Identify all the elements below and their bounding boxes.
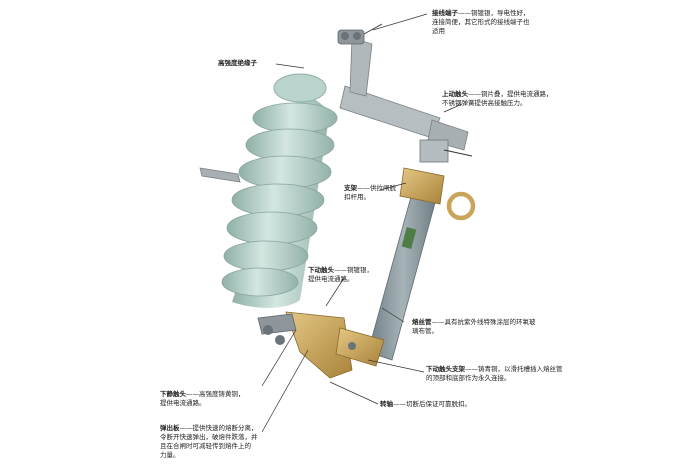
lower-contact — [257, 311, 385, 379]
label-lower-contact-bracket: 下动触头支架——铸青铜，以滑托槽插入熔丝管 的顶部和底部作为永久连接。 — [426, 365, 563, 382]
label-pivot: 转轴——切断后保证可靠脱扣。 — [380, 400, 471, 408]
fuse-tube — [367, 185, 439, 361]
label-bracket: 支架——供拉闸脱 扣杆用。 — [344, 184, 396, 201]
label-lower-static-contact: 下静触头——高强度铸黄铜， 提供电流通路。 — [160, 390, 245, 407]
label-insulator: 高强度绝缘子 — [218, 59, 257, 67]
insulator — [221, 73, 338, 308]
upper-contact — [399, 139, 473, 205]
pull-ring — [446, 191, 476, 221]
leader-lines — [261, 13, 463, 433]
terminal-connector — [337, 23, 383, 45]
label-lower-moving-contact: 下动触头——铜镀银， 提供电流通路。 — [308, 266, 373, 283]
mounting-bracket — [199, 37, 469, 183]
label-fuse-tube: 熔丝管——具有抗紫外线特殊涂层的环氧玻 璃布管。 — [412, 318, 536, 335]
label-upper-contact: 上动触头——铜片叠，提供电流通路， 不锈钢弹簧提供高接触压力。 — [442, 90, 553, 107]
label-terminal: 接线端子——铜镀银，导电性好， 连接简便，其它形式的接线端子也 适用 — [432, 9, 530, 35]
label-ejector: 弹出板——提供快速的熔断分离， 令断开快速弹出，破熔件跌落，并 且在合闸时可减轻… — [160, 424, 258, 459]
